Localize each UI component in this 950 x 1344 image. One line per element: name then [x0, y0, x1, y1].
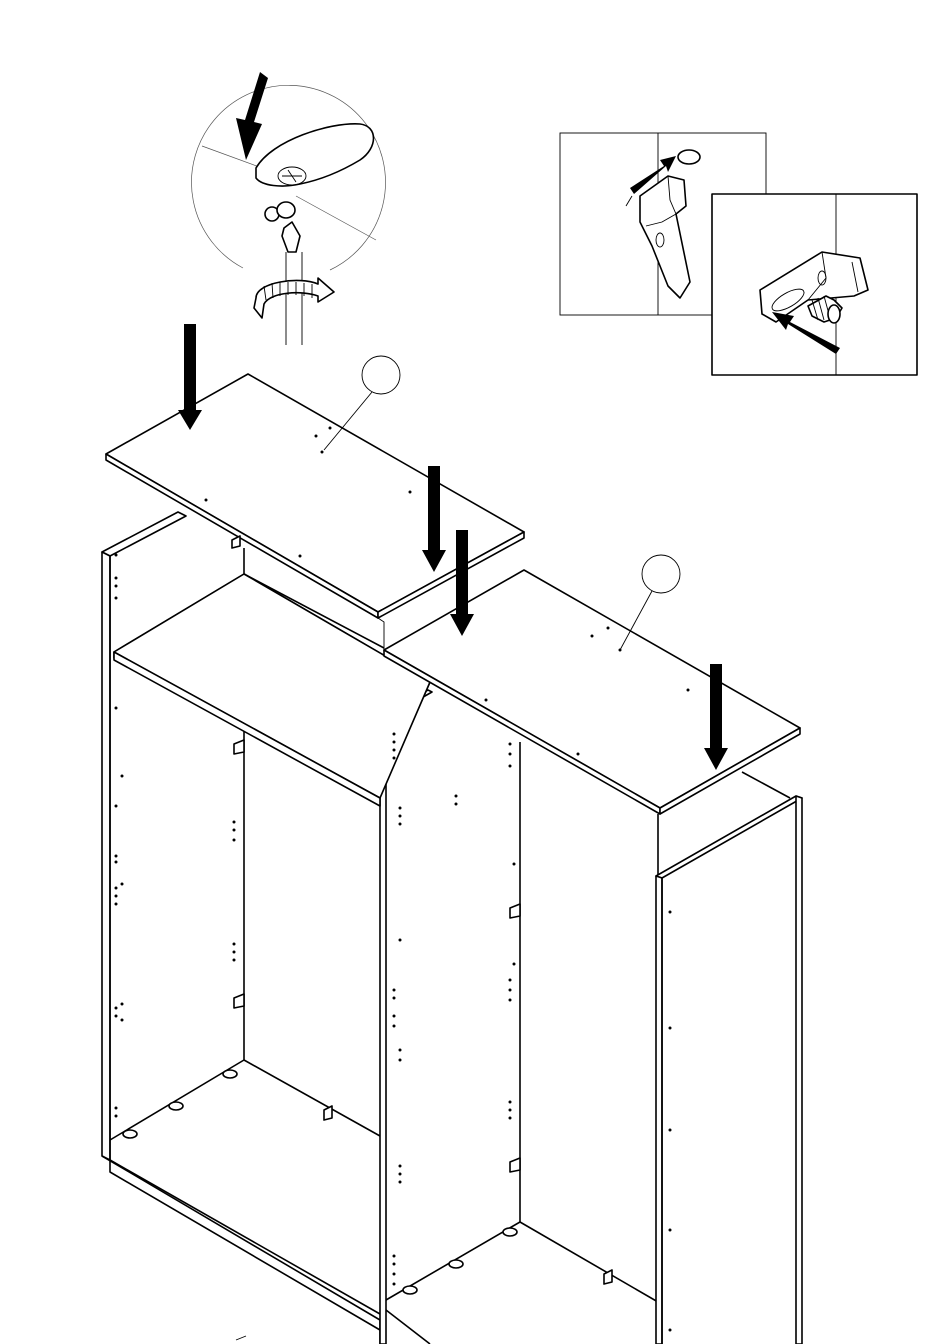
drill-hole — [115, 707, 118, 710]
drill-hole — [399, 1059, 402, 1062]
drill-hole — [233, 821, 236, 824]
drill-hole — [509, 1109, 512, 1112]
left-cabinet — [102, 374, 524, 1344]
drill-hole — [607, 627, 610, 630]
drill-hole — [233, 951, 236, 954]
drill-hole — [115, 1007, 118, 1010]
screw-detail-inset — [712, 194, 917, 375]
drill-hole — [315, 435, 318, 438]
drill-hole — [399, 1173, 402, 1176]
drill-hole — [399, 939, 402, 942]
drill-hole — [509, 753, 512, 756]
callout-top-panel-left — [324, 356, 400, 450]
cam-lock-detail — [191, 72, 385, 345]
drill-hole — [669, 1329, 672, 1332]
drill-hole — [669, 1129, 672, 1132]
drill-hole — [121, 1019, 124, 1022]
drill-hole — [115, 855, 118, 858]
drill-hole — [393, 997, 396, 1000]
drill-hole — [393, 733, 396, 736]
cam-lock-icon — [256, 124, 374, 186]
drill-hole — [399, 823, 402, 826]
drill-hole — [485, 699, 488, 702]
drill-hole — [509, 999, 512, 1002]
down-arrow-icon — [178, 324, 202, 430]
drill-hole — [509, 765, 512, 768]
drill-hole — [115, 1107, 118, 1110]
down-arrow-icon — [236, 72, 268, 160]
drill-hole — [399, 1181, 402, 1184]
drill-hole — [393, 1263, 396, 1266]
drill-hole — [121, 1003, 124, 1006]
drill-hole — [669, 1229, 672, 1232]
drill-hole — [321, 451, 324, 454]
drill-hole — [115, 585, 118, 588]
drill-hole — [115, 895, 118, 898]
drill-hole — [393, 749, 396, 752]
drill-hole — [509, 979, 512, 982]
bracket-icon — [640, 176, 690, 298]
drill-hole — [115, 887, 118, 890]
drill-hole — [399, 807, 402, 810]
drill-hole — [669, 911, 672, 914]
drill-hole — [399, 1165, 402, 1168]
drill-hole — [509, 1101, 512, 1104]
drill-hole — [509, 989, 512, 992]
drill-hole — [329, 427, 332, 430]
drill-hole — [399, 1049, 402, 1052]
drill-hole — [121, 883, 124, 886]
drill-hole — [299, 555, 302, 558]
drill-hole — [509, 1117, 512, 1120]
drill-hole — [393, 1025, 396, 1028]
drill-hole — [115, 1015, 118, 1018]
drill-hole — [669, 1027, 672, 1030]
drill-hole — [509, 743, 512, 746]
drill-hole — [687, 689, 690, 692]
drill-hole — [115, 1115, 118, 1118]
drill-hole — [577, 753, 580, 756]
drill-hole — [409, 491, 412, 494]
drill-hole — [115, 903, 118, 906]
drill-hole — [393, 1015, 396, 1018]
drill-hole — [115, 577, 118, 580]
drill-hole — [115, 805, 118, 808]
drill-hole — [455, 795, 458, 798]
drill-hole — [233, 829, 236, 832]
drill-hole — [393, 757, 396, 760]
drill-hole — [513, 963, 516, 966]
drill-hole — [393, 989, 396, 992]
drill-hole — [399, 815, 402, 818]
drill-hole — [591, 635, 594, 638]
drill-hole — [205, 499, 208, 502]
drill-hole — [115, 861, 118, 864]
drill-hole — [393, 741, 396, 744]
drill-hole — [393, 1283, 396, 1286]
drill-hole — [233, 943, 236, 946]
drill-hole — [393, 1273, 396, 1276]
drill-hole — [393, 1255, 396, 1258]
drill-hole — [115, 597, 118, 600]
drill-hole — [455, 803, 458, 806]
drill-hole — [121, 775, 124, 778]
right-cabinet — [384, 570, 802, 1344]
drill-hole — [233, 839, 236, 842]
drill-hole — [513, 863, 516, 866]
drill-hole — [115, 554, 118, 557]
drill-hole — [619, 649, 622, 652]
drill-hole — [233, 959, 236, 962]
